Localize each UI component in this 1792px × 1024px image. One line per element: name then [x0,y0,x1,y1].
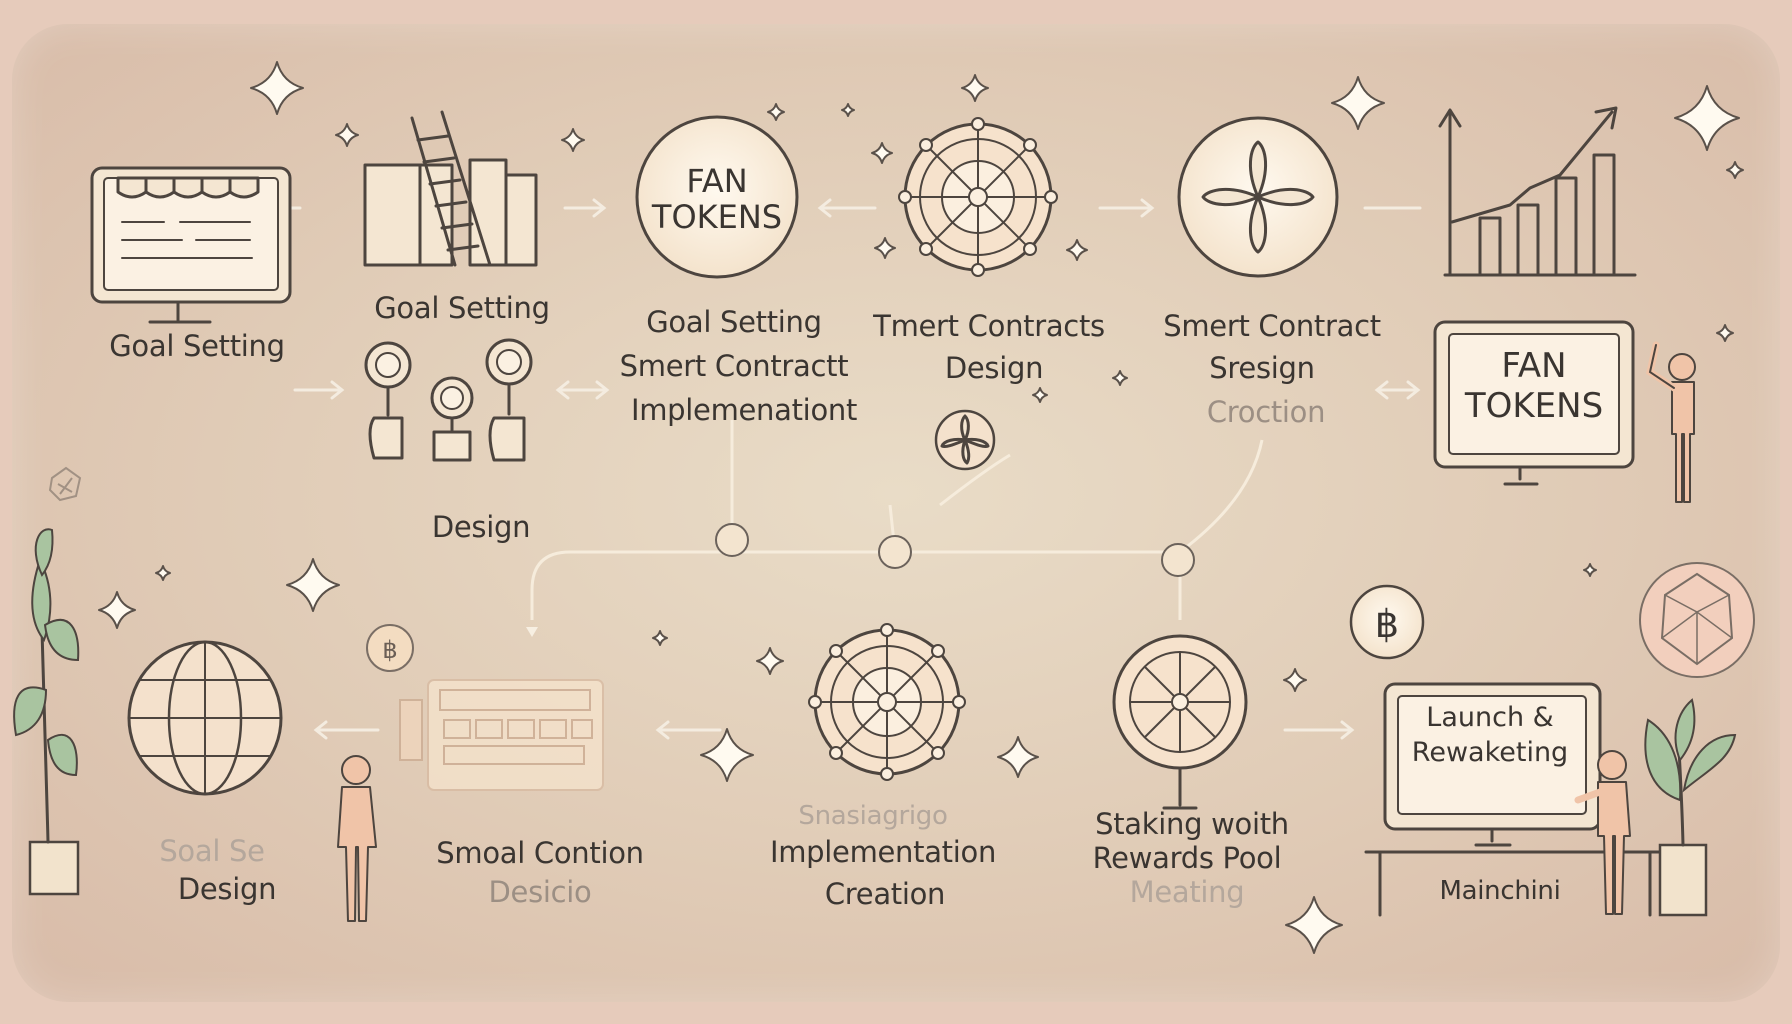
small-propeller-icon [934,409,996,471]
propeller-coin-icon [1177,116,1339,278]
fan-tokens-monitor-label: FAN TOKENS [1465,346,1603,426]
launch-monitor-line1: Launch & [1426,702,1554,733]
connector-network [526,420,1264,637]
arrow-head [655,720,670,740]
implementation-label: Creation [824,877,946,911]
sparkle-icon [756,647,784,675]
mainchini-label: Mainchini [1439,876,1561,906]
globe-icon [127,640,283,796]
smoal-contion-label: Desicio [488,875,592,909]
faded-emblem-icon [48,466,82,502]
sparkle-icon [335,123,359,147]
plant-icon [1644,698,1737,917]
arrow-head [817,198,832,218]
launch-monitor-icon [1364,682,1664,917]
sparkle-icon [700,728,754,782]
fan-tokens-coin-line1: FAN [686,162,748,200]
arrow-head [1374,380,1421,400]
arrow-head [313,720,328,740]
sparkle-icon [871,142,893,164]
goal-setting-label: Goal Setting [109,329,285,363]
goal-setting-label: Goal Setting [646,305,822,339]
launch-monitor-line2: Rewaketing [1411,737,1569,768]
plant-icon [13,528,80,896]
fan-tokens-coin-label: FAN TOKENS [652,163,782,235]
fan-tokens-monitor-line1: FAN [1501,346,1567,386]
sparkle-icon [1066,239,1088,261]
sparkle-icon [767,103,785,121]
network-pin [526,627,538,637]
sparkle-icon [1726,161,1744,179]
sparkle-icon [652,630,668,646]
staking-label: Rewards Pool [1092,841,1282,875]
sparkle-icon [155,565,171,581]
fan-tokens-monitor-icon [1433,320,1635,486]
arrow-head [330,380,345,400]
person-icon [1574,750,1631,915]
arrow-head [1340,720,1355,740]
sparkle-icon [961,74,989,102]
person-icon [1646,341,1696,503]
sparkle-icon [250,61,304,115]
network-node [878,535,912,569]
sparkle-icon [1716,324,1734,342]
sparkle-icon [1283,668,1307,692]
sparkle-icon [1285,896,1343,954]
svg-text:฿: ฿ [382,636,397,664]
smert-contract-label: Croction [1206,395,1326,429]
sparkle-icon [561,128,585,152]
snasiag-faded-label: Snasiagrigo [798,801,948,831]
sparkle-icon [997,736,1039,778]
bitcoin-coin-icon: ฿ [1349,584,1425,660]
fan-tokens-monitor-line2: TOKENS [1464,386,1604,426]
goal-setting-label: Goal Setting [374,291,550,325]
svg-text:฿: ฿ [1375,602,1399,646]
implementation-label: Implementation [769,835,997,869]
sparkle-icon [286,558,340,612]
staking-label: Meating [1129,875,1245,909]
sparkle-icon [1674,85,1740,151]
smert-contract-impl-label: Smert Contractt [619,349,849,383]
sparkle-icon [98,591,136,629]
wheel-network-icon [808,623,966,781]
arrow-head [1140,198,1155,218]
smert-contract-impl-label: Implemenationt [630,393,858,427]
smert-contract-label: Sresign [1209,351,1315,385]
tmert-contracts-label: Design [944,351,1044,385]
diagram-panel [12,24,1780,1002]
fan-tokens-coin-icon [635,115,799,279]
tmert-contracts-label: Tmert Contracts [873,309,1105,343]
design-label: Design [177,872,277,906]
design-label: Design [431,510,531,544]
books-ladder-icon [363,110,538,267]
magnifier-people-icon [364,338,533,462]
sparkle-icon [841,103,855,117]
sparkle-icon [874,237,896,259]
smoal-contion-label: Smoal Contion [436,836,644,870]
network-node [1161,543,1195,577]
polyhedron-icon [1639,562,1755,678]
staking-label: Staking woith [1095,807,1289,841]
smert-contract-label: Smert Contract [1163,309,1381,343]
bitcoin-coin-icon: ฿ [366,624,414,672]
person-icon [337,755,377,922]
growth-chart-icon [1438,106,1637,277]
keyboard-blueprint-icon [399,679,604,791]
sparkle-icon [1583,563,1597,577]
arrow-head [592,198,607,218]
goal-setting-faded-label: Soal Se [159,834,265,868]
launch-monitor-label: Launch & Rewaketing [1412,700,1568,770]
wheel-hub-icon [1112,634,1248,810]
wheel-network-icon [898,117,1058,277]
fan-tokens-coin-line2: TOKENS [651,198,783,236]
sparkle-icon [1112,370,1128,386]
sparkle-icon [1331,76,1385,130]
monitor-storefront-icon [90,166,292,324]
sparkle-decorations [98,61,1744,954]
network-node [715,523,749,557]
arrow-head [555,380,610,400]
sparkle-icon [1032,387,1048,403]
